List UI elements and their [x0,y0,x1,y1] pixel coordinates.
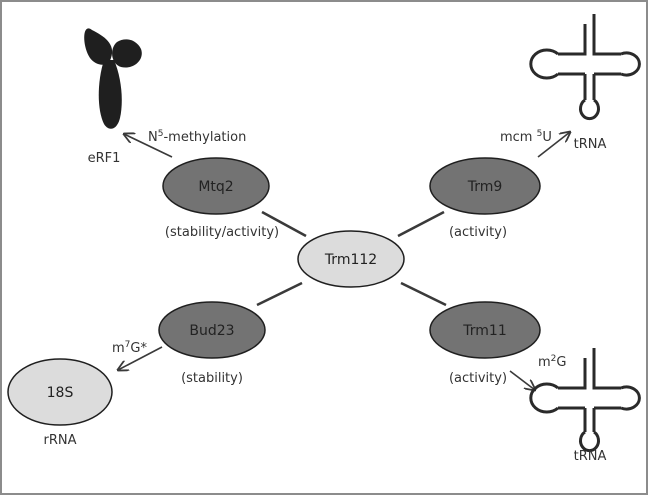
bud23-label: Bud23 [189,323,234,339]
rrna-inner-label: 18S [47,385,74,401]
mtq2-node [162,157,270,215]
trm9-role: (activity) [449,225,507,240]
arrow-trm9-trna [537,132,570,158]
edge-center-mtq2 [261,210,307,238]
erf1-modification-label: N5-methylation [148,129,246,145]
arrow-bud23-rrna [118,346,163,370]
trm112-label: Trm112 [324,252,377,268]
trna-top-modification-label: mcm 5U [500,129,552,145]
erf1-protein-icon [84,28,142,129]
trm11-label: Trm11 [462,323,506,339]
mtq2-label: Mtq2 [198,179,233,195]
trm112-node [297,230,405,288]
bud23-role: (stability) [181,371,243,386]
mtq2-role: (stability/activity) [165,225,279,240]
trna-bottom-label: tRNA [574,449,607,464]
bud23-node [158,301,266,359]
rrna-label: rRNA [44,433,77,448]
edge-center-trm11 [400,281,447,307]
edge-center-trm9 [397,210,445,238]
trna-bottom-icon [529,348,641,453]
arrow-mtq2-erf1 [124,134,173,158]
trm9-label: Trm9 [467,179,503,195]
erf1-label: eRF1 [88,151,121,166]
trm11-role: (activity) [449,371,507,386]
rrna-18s-node [7,358,113,426]
trm11-node [429,301,541,359]
rrna-modification-label: m7G* [112,340,147,356]
trna-top-label: tRNA [574,137,607,152]
trm9-node [429,157,541,215]
arrow-trm11-trna [509,370,535,390]
trna-bottom-modification-label: m2G [538,354,566,370]
trna-top-icon [529,14,641,121]
edge-center-bud23 [256,281,303,307]
